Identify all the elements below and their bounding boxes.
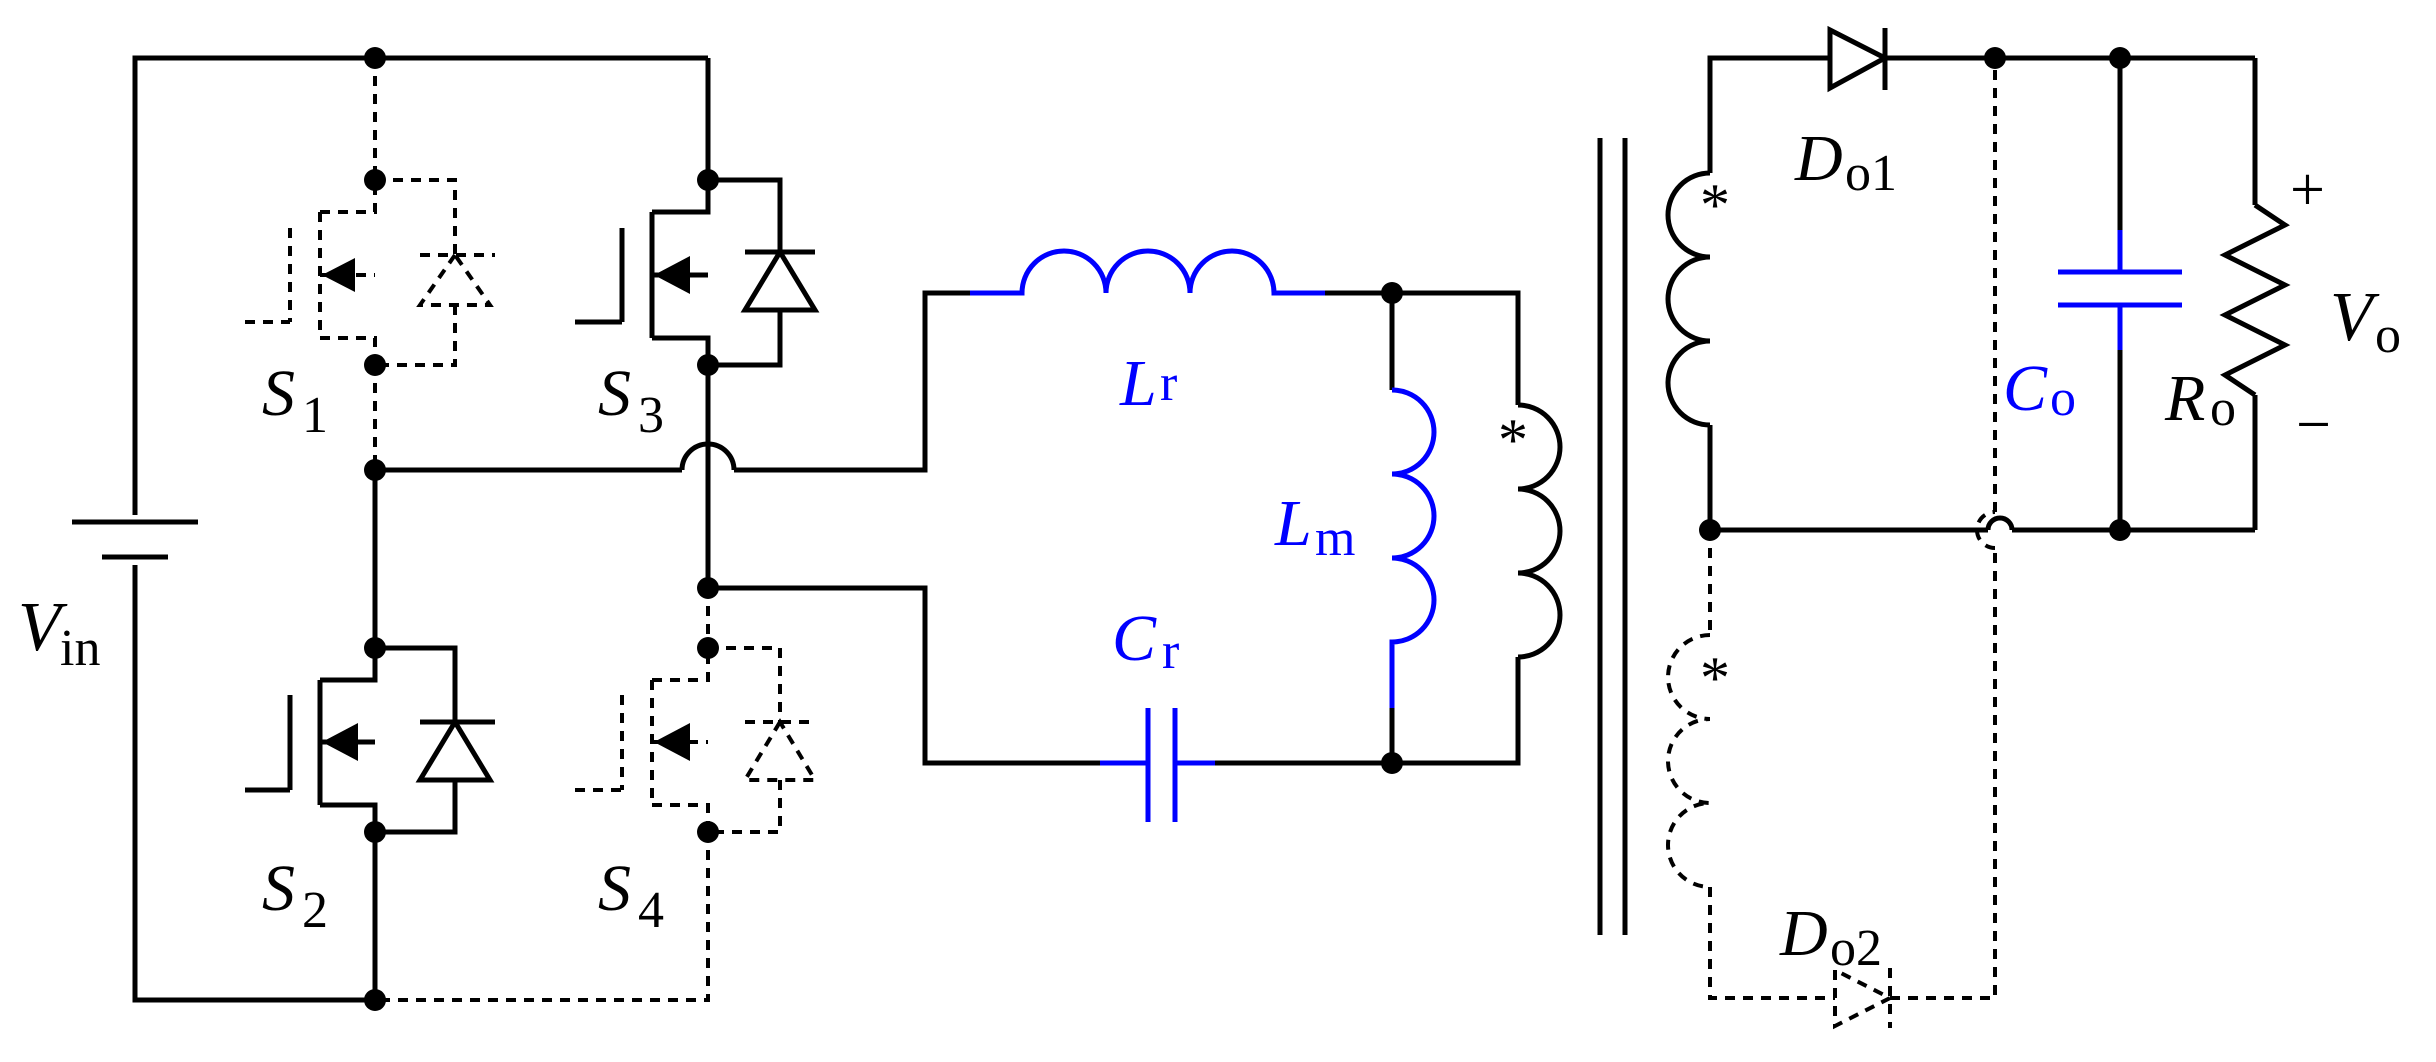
label-lm: L m <box>1274 487 1355 567</box>
label-do2: D o2 <box>1779 897 1882 977</box>
output-plus-sign: + <box>2290 156 2325 224</box>
svg-text:S: S <box>598 852 631 925</box>
label-cr: C r <box>1112 602 1179 680</box>
svg-text:L: L <box>1274 487 1312 560</box>
inductor-lm <box>1381 293 1437 774</box>
diode-do1 <box>1827 25 2255 93</box>
switch-s4 <box>375 588 819 1002</box>
transformer-core <box>1597 138 1628 935</box>
svg-text:r: r <box>1160 355 1177 412</box>
svg-text:D: D <box>1794 122 1843 195</box>
label-s2: S 2 <box>262 852 328 939</box>
label-vin: V in <box>18 589 100 677</box>
top-rail <box>364 47 711 180</box>
svg-text:o1: o1 <box>1845 145 1897 202</box>
svg-text:1: 1 <box>302 387 328 444</box>
svg-text:m: m <box>1315 510 1355 567</box>
label-s4: S 4 <box>598 852 664 939</box>
label-lr: L r <box>1119 347 1177 420</box>
dot-marker-primary: * <box>1498 407 1528 473</box>
svg-text:C: C <box>2003 352 2048 425</box>
svg-text:V: V <box>2330 279 2380 356</box>
svg-text:S: S <box>598 357 631 430</box>
switch-s3 <box>575 169 820 376</box>
label-vo: V o <box>2330 279 2401 364</box>
capacitor-co <box>2058 58 2182 541</box>
diode-do2 <box>1833 58 1997 1030</box>
transformer-secondary-1 <box>1665 55 1830 541</box>
svg-text:r: r <box>1162 623 1179 680</box>
svg-text:S: S <box>262 852 295 925</box>
transformer-secondary-2 <box>1666 530 1835 1000</box>
leg1-midpoint <box>364 290 970 648</box>
svg-text:S: S <box>262 357 295 430</box>
label-ro: R o <box>2164 362 2236 437</box>
svg-text:D: D <box>1779 897 1828 970</box>
output-minus-sign: − <box>2296 391 2331 459</box>
inductor-lr <box>970 248 1403 304</box>
switch-s2 <box>245 637 495 1000</box>
svg-text:L: L <box>1119 347 1157 420</box>
label-co: C o <box>2003 352 2076 427</box>
svg-text:in: in <box>60 620 100 677</box>
svg-text:4: 4 <box>638 882 664 939</box>
transformer-primary <box>1392 290 1563 766</box>
svg-text:C: C <box>1112 602 1157 675</box>
resistor-ro <box>2219 58 2291 530</box>
bottom-rail-node <box>364 989 386 1011</box>
svg-text:R: R <box>2164 362 2205 435</box>
dot-marker-secondary-2: * <box>1700 645 1730 711</box>
input-voltage-source <box>72 55 375 1003</box>
label-do1: D o1 <box>1794 122 1897 202</box>
label-s1: S 1 <box>262 357 328 444</box>
capacitor-cr <box>1100 708 1392 822</box>
svg-text:o: o <box>2375 307 2401 364</box>
dot-marker-secondary-1: * <box>1700 172 1730 238</box>
svg-text:3: 3 <box>638 387 664 444</box>
svg-text:o: o <box>2210 380 2236 437</box>
svg-text:o2: o2 <box>1830 920 1882 977</box>
leg2-wire <box>697 365 1100 766</box>
output-bottom-rail <box>1710 515 2255 533</box>
svg-text:V: V <box>18 589 68 666</box>
svg-text:2: 2 <box>302 882 328 939</box>
label-s3: S 3 <box>598 357 664 444</box>
switch-s1 <box>245 58 495 470</box>
svg-text:o: o <box>2050 370 2076 427</box>
